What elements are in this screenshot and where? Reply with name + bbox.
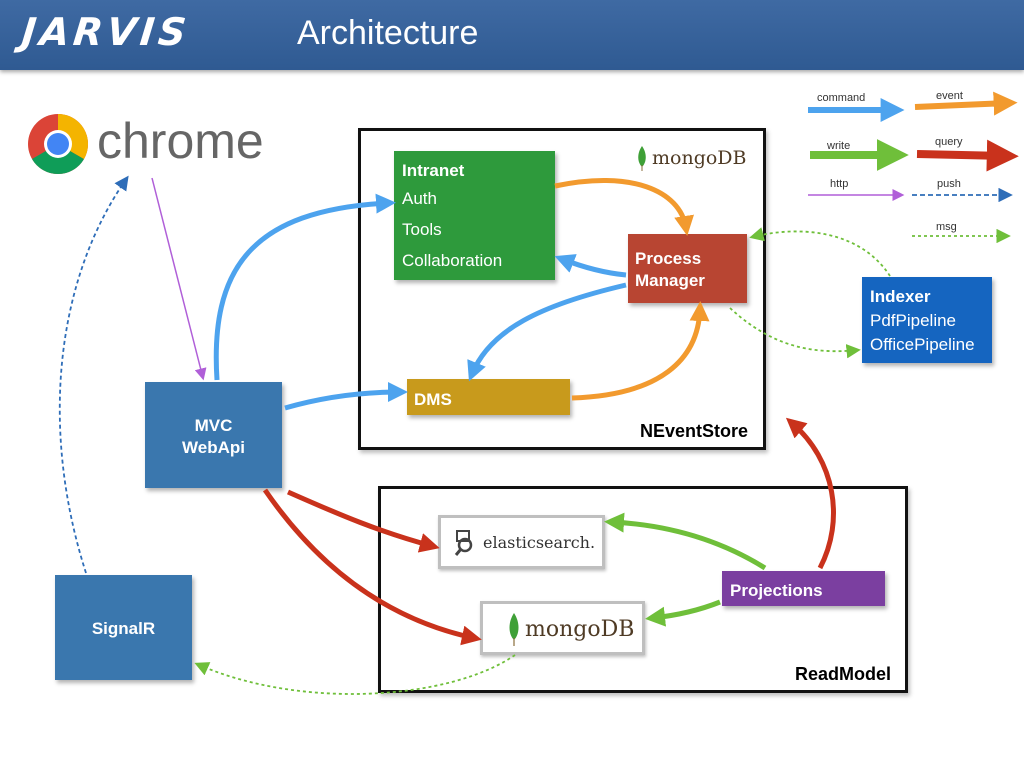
legend-query-arrow [916,139,1019,172]
arrow-query-projections-eventstore [785,417,836,570]
arrow-http-chrome-mvc [151,177,207,381]
arrow-event-intranet-pm [554,177,694,236]
signalr-box: SignalR [55,575,192,680]
process-manager-line2: Manager [635,271,705,290]
page-title: Architecture [297,14,479,52]
indexer-item-pdf: PdfPipeline [870,311,957,330]
arrow-event-dms-pm [571,301,710,401]
elasticsearch-logo: elasticsearch. [438,515,605,569]
intranet-title: Intranet [402,161,465,180]
elasticsearch-icon [454,530,473,556]
mongodb-top-text: mongoDB [652,147,747,169]
arrow-write-projections-mongo [645,599,721,627]
intranet-box: Intranet Auth Tools Collaboration [394,151,555,280]
legend-write-label: write [827,140,851,152]
mongodb-leaf-icon [638,146,646,171]
mvc-line1: MVC [194,416,233,435]
mvc-webapi-box: MVC WebApi [145,382,282,488]
process-manager-line1: Process [635,249,702,268]
mongodb-logo-readmodel: mongoDB [480,601,645,655]
arrow-command-mvc-intranet [213,193,396,381]
arrow-query-mvc-mongo [262,488,482,646]
arrow-command-pm-dms [467,282,627,382]
legend-event-label: event [936,90,963,102]
projections-label: Projections [730,581,823,600]
mongodb-readmodel-text: mongoDB [525,617,635,642]
arrow-msg-readmodel-signalr [194,654,516,695]
readmodel-container [378,486,908,693]
dms-label: DMS [414,390,452,409]
process-manager-box: Process Manager [628,234,747,303]
arrow-msg-indexer-pm [749,227,891,277]
mongodb-logo-top: mongoDB [636,145,756,175]
arrow-query-mvc-elasticsearch [286,489,440,553]
indexer-title: Indexer [870,287,931,306]
projections-box: Projections [722,571,885,606]
indexer-item-office: OfficePipeline [870,335,975,354]
header-bar [0,0,1024,70]
indexer-box: Indexer PdfPipeline OfficePipeline [862,277,992,363]
arrow-write-projections-elasticsearch [604,512,767,571]
arrow-command-mvc-dms [284,382,408,411]
chrome-label: chrome [97,113,264,169]
mongodb-leaf-icon [509,613,519,646]
chrome-logo [26,112,90,176]
eventstore-label: NEventStore [640,421,749,441]
arrow-push-signalr-chrome [58,175,129,574]
intranet-item-auth: Auth [402,189,437,208]
legend-http-label: http [830,178,849,190]
intranet-item-tools: Tools [402,220,442,239]
mvc-line2: WebApi [182,438,245,457]
signalr-label: SignalR [91,619,156,638]
legend-command-label: command [817,92,866,104]
legend-event-arrow [914,91,1018,116]
arrow-msg-pm-indexer [729,307,861,359]
chrome-icon [28,113,89,175]
dms-box: DMS [407,379,570,415]
legend-msg-label: msg [936,221,957,233]
eventstore-container [358,128,766,450]
arrow-command-pm-intranet [554,254,627,278]
elasticsearch-text: elasticsearch. [483,533,596,552]
intranet-item-collaboration: Collaboration [402,251,503,270]
readmodel-label: ReadModel [795,664,892,684]
legend-query-label: query [935,136,963,148]
legend-push-label: push [937,178,961,190]
